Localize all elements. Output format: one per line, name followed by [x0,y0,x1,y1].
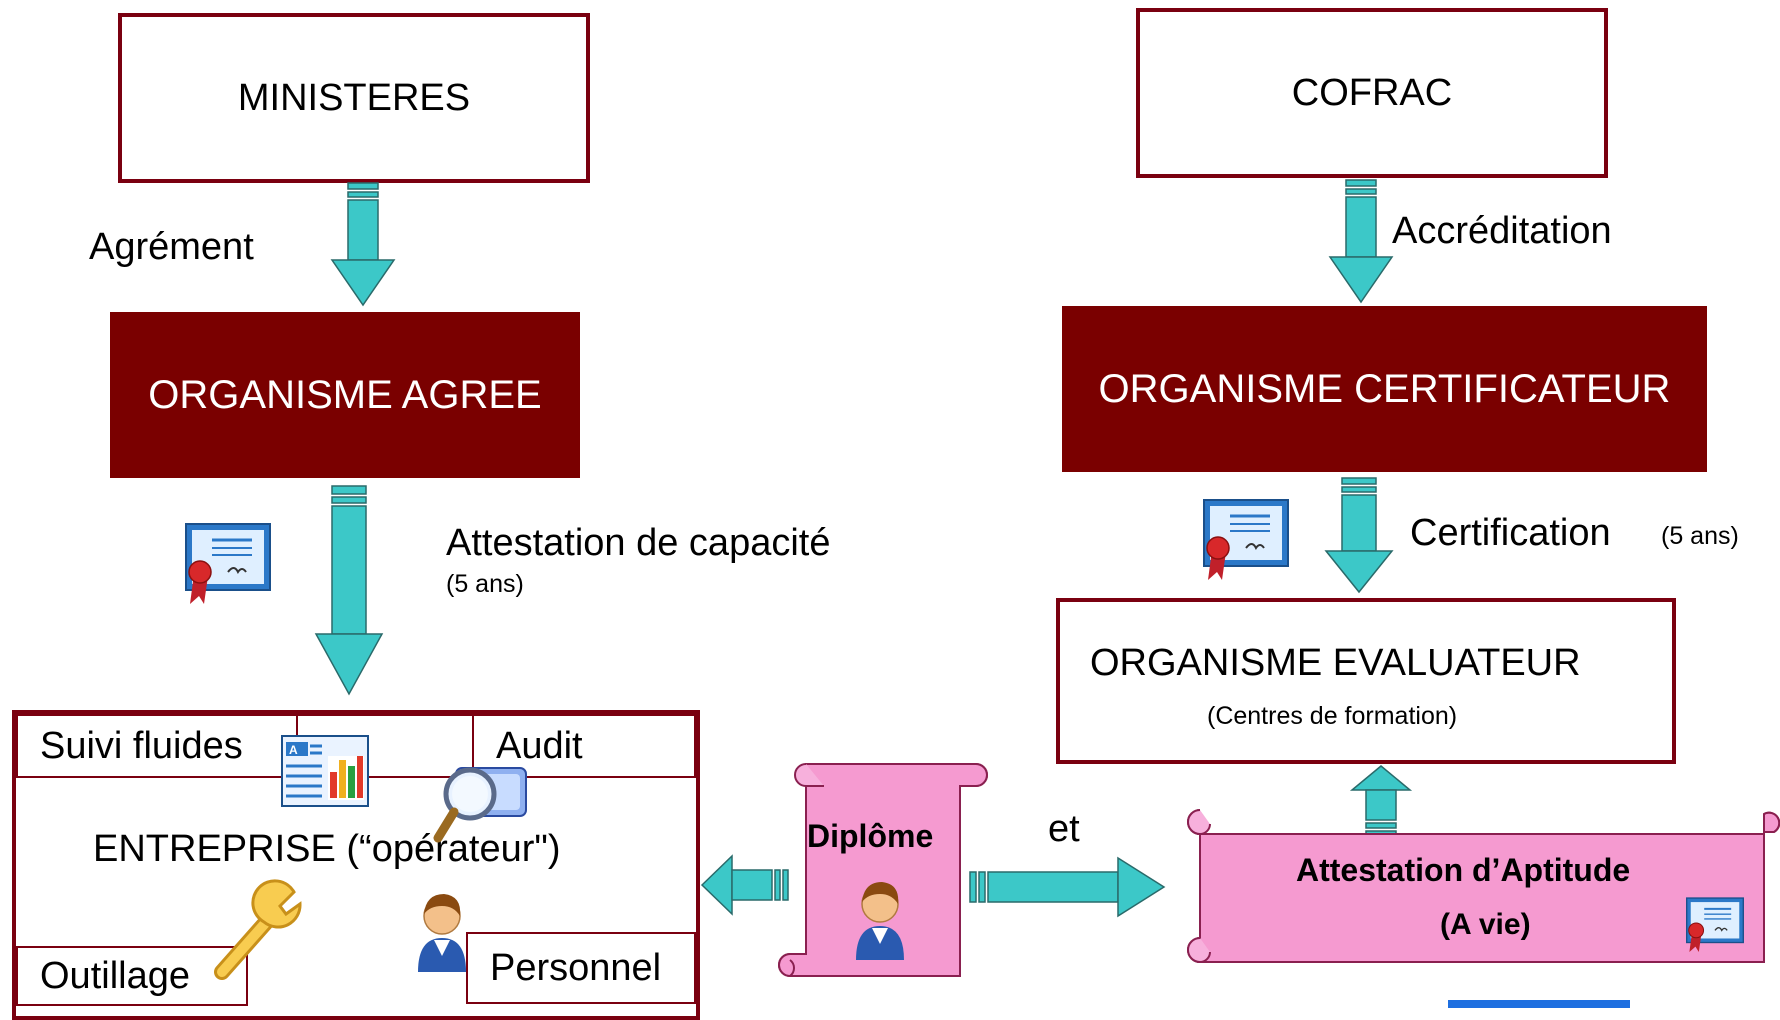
arrow-accreditation [1328,179,1394,304]
certificate-icon [1203,499,1289,580]
ministeres-label: MINISTERES [237,76,471,119]
diplome-scroll [778,763,988,978]
diplome-label: Diplôme [807,818,934,854]
organisme-agree-label: ORGANISME AGREE [148,372,542,417]
centres-formation-label: (Centres de formation) [1207,702,1458,730]
arrow-left-entreprise [700,854,789,916]
certification-label: Certification [1410,512,1611,554]
arrow-right-aptitude [969,856,1166,918]
personnel-label: Personnel [490,946,662,989]
et-label: et [1048,808,1080,850]
audit-label: Audit [496,724,583,767]
certificate-icon [1686,897,1744,952]
agrement-label: Agrément [89,226,254,268]
wrench-icon [214,879,302,980]
personnel-cell: Personnel [466,932,696,1004]
blue-bar [1448,1000,1630,1008]
organisme-evaluateur-box: ORGANISME EVALUATEUR (Centres de formati… [1056,598,1676,764]
certification-duree: (5 ans) [1661,522,1739,550]
suivi-fluides-cell: Suivi fluides [16,714,298,778]
attestation-aptitude-duree: (A vie) [1440,908,1531,941]
organisme-evaluateur-label: ORGANISME EVALUATEUR [1090,642,1581,684]
attestation-capacite-duree: (5 ans) [446,570,524,598]
outillage-cell: Outillage [16,946,248,1006]
report-chart-icon: A [281,735,369,807]
attestation-aptitude-title: Attestation d’Aptitude [1296,852,1631,888]
accreditation-label: Accréditation [1392,210,1612,252]
magnifier-icon [433,767,527,843]
arrow-agrement [330,182,396,307]
cofrac-label: COFRAC [1291,71,1453,114]
ministeres-box: MINISTERES [118,13,590,183]
suivi-fluides-label: Suivi fluides [40,724,243,767]
cofrac-box: COFRAC [1136,8,1608,178]
certificate-icon [185,523,271,604]
attestation-capacite-label: Attestation de capacité [446,522,831,564]
outillage-label: Outillage [40,954,190,997]
organisme-certificateur-label: ORGANISME CERTIFICATEUR [1098,366,1671,411]
svg-text:A: A [289,743,298,757]
attestation-aptitude-scroll [1187,809,1780,964]
person-icon [856,882,904,960]
organisme-certificateur-box: ORGANISME CERTIFICATEUR [1062,306,1707,472]
organisme-agree-box: ORGANISME AGREE [110,312,580,478]
arrow-attestation-capacite [314,485,384,696]
person-icon [418,894,466,972]
arrow-certification [1324,477,1394,594]
entreprise-title: ENTREPRISE (“opérateur") [93,828,561,870]
